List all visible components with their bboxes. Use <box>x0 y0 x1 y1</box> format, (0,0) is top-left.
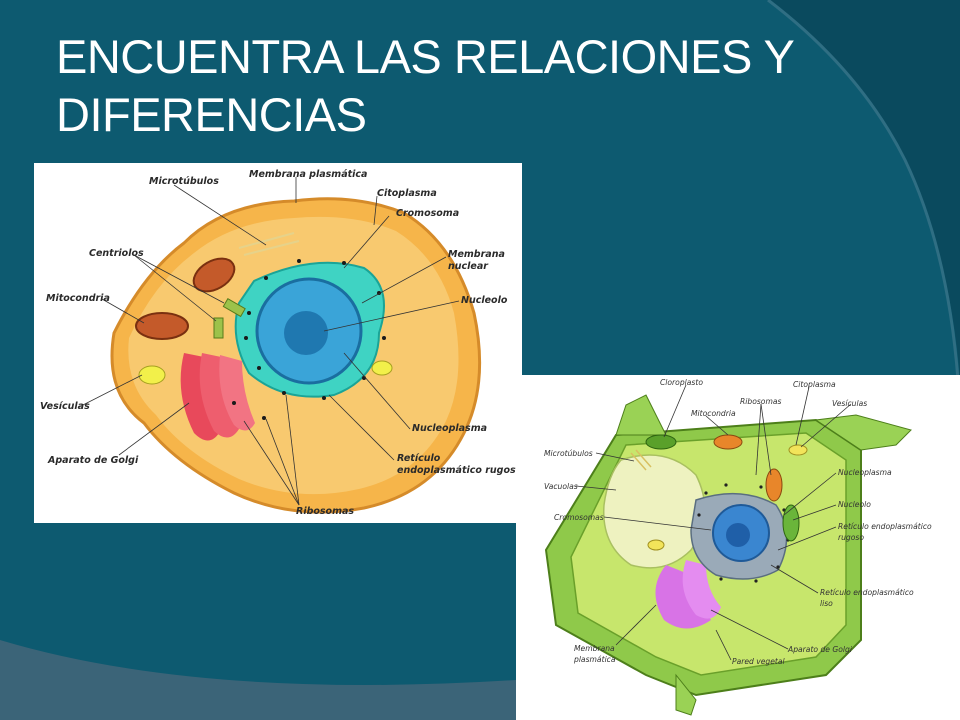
animal-centriole-1 <box>222 297 246 318</box>
plant-chloroplast-2 <box>782 504 800 542</box>
animal-mitochondrion-1 <box>192 257 236 293</box>
label-nucleoplasma: Nucleoplasma <box>838 468 892 477</box>
label-aparato-golgi: Aparato de Golgi <box>787 645 853 654</box>
plant-cell-svg: Cloroplasto Citoplasma Ribosomas Vesícul… <box>544 378 932 716</box>
plant-microtubules <box>630 449 652 471</box>
label-nucleolo: Nucleolo <box>838 500 871 509</box>
animal-vesicle-1 <box>138 365 166 385</box>
label-reticulo-2: endoplasmático rugoso <box>397 465 522 476</box>
label-membrana-1: Membrana <box>574 644 615 653</box>
animal-vesicle-2 <box>371 360 393 376</box>
animal-centriole-2 <box>213 317 224 339</box>
label-aparato-golgi: Aparato de Golgi <box>47 455 139 466</box>
label-reticulo-liso-1: Retículo endoplasmático <box>820 588 914 597</box>
animal-microtubules <box>238 232 300 256</box>
label-membrana-nuclear-1: Membrana <box>448 249 505 260</box>
label-citoplasma: Citoplasma <box>377 188 437 199</box>
plant-vacuole <box>602 454 706 569</box>
label-centriolos: Centriolos <box>89 248 144 259</box>
plant-wall-flap-left <box>615 394 667 436</box>
plant-wall-flap-right <box>814 414 912 451</box>
label-cloroplasto: Cloroplasto <box>660 378 703 387</box>
plant-cell-diagram: Cloroplasto Citoplasma Ribosomas Vesícul… <box>516 375 960 720</box>
animal-leader-lines <box>78 177 460 506</box>
label-mitocondria: Mitocondria <box>691 409 736 418</box>
plant-vesicle-2 <box>647 539 665 551</box>
slide-title: ENCUENTRA LAS RELACIONES Y DIFERENCIAS <box>56 28 896 144</box>
plant-ribosomes <box>697 483 790 583</box>
label-membrana-nuclear-2: nuclear <box>448 261 489 272</box>
title-line-1: ENCUENTRA LAS RELACIONES Y <box>56 30 795 83</box>
animal-golgi-apparatus <box>180 353 255 441</box>
plant-golgi-apparatus <box>655 560 721 629</box>
label-reticulo-rugoso-1: Retículo endoplasmático <box>838 522 932 531</box>
animal-nucleolus <box>284 311 328 355</box>
label-ribosomas: Ribosomas <box>296 506 354 517</box>
label-citoplasma: Citoplasma <box>793 380 836 389</box>
label-pared-vegetal: Pared vegetal <box>732 657 786 666</box>
label-microtubulos: Microtúbulos <box>544 449 593 458</box>
label-vacuolas: Vacuolas <box>544 482 578 491</box>
label-reticulo-rugoso-2: rugoso <box>838 533 864 542</box>
background-bottom-band <box>0 640 516 720</box>
label-vesiculas: Vesículas <box>832 399 867 408</box>
label-microtubulos: Microtúbulos <box>149 176 219 187</box>
plant-leader-lines <box>575 384 852 661</box>
label-mitocondria: Mitocondria <box>46 293 110 304</box>
plant-chloroplast-1 <box>645 434 677 450</box>
label-membrana-2: plasmática <box>573 655 616 664</box>
background-arc-line <box>767 0 960 381</box>
title-line-2: DIFERENCIAS <box>56 88 367 141</box>
label-nucleoplasma: Nucleoplasma <box>412 423 487 434</box>
plant-nucleolus <box>726 523 750 547</box>
label-reticulo-liso-2: liso <box>820 599 833 608</box>
label-ribosomas: Ribosomas <box>740 397 782 406</box>
label-cromosomas: Cromosomas <box>554 513 604 522</box>
animal-cell-diagram: Microtúbulos Membrana plasmática Citopla… <box>34 163 522 523</box>
background-corner-arc <box>770 0 960 380</box>
plant-wall-flap-bottom <box>675 673 697 716</box>
label-cromosoma: Cromosoma <box>396 208 459 219</box>
plant-mitochondrion-2 <box>765 468 783 502</box>
label-nucleolo: Nucleolo <box>461 295 508 306</box>
label-membrana-plasmatica: Membrana plasmática <box>249 169 367 180</box>
animal-ribosomes <box>232 259 386 420</box>
plant-mitochondrion-1 <box>713 434 743 450</box>
animal-cell-svg: Microtúbulos Membrana plasmática Citopla… <box>40 169 522 517</box>
animal-mitochondrion-2 <box>135 312 189 340</box>
label-vesiculas: Vesículas <box>40 401 90 412</box>
label-reticulo-1: Retículo <box>397 453 441 464</box>
plant-vesicle-1 <box>788 444 808 456</box>
